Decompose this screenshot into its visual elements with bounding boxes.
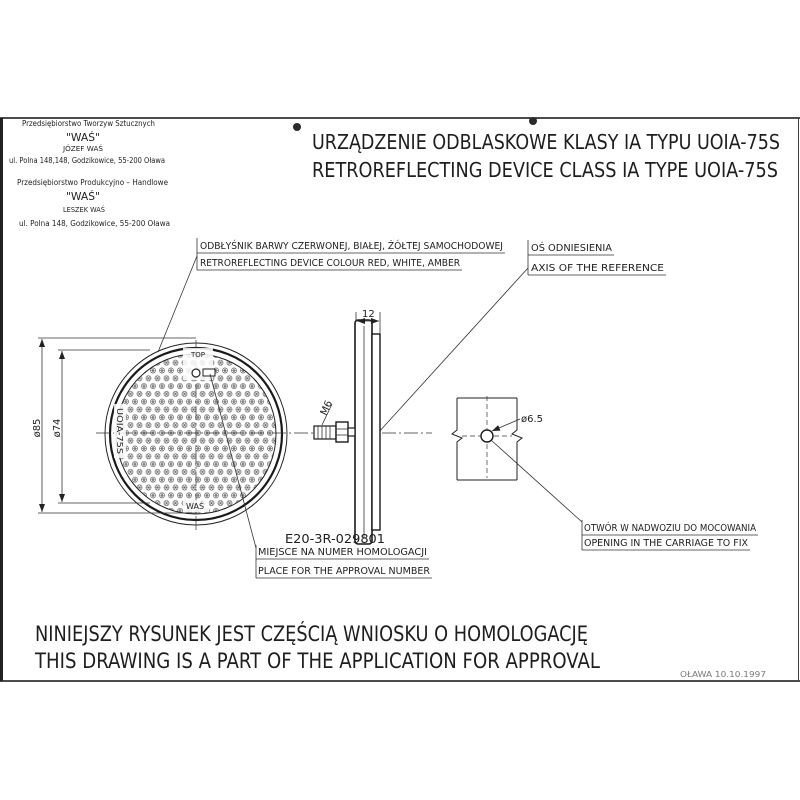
stud-shaft	[347, 427, 356, 437]
maker-mark: WAŚ	[186, 500, 204, 511]
thickness-value: 12	[362, 309, 375, 320]
sheet-left-edge	[0, 118, 3, 681]
hole-label-pl: OTWÓR W NADWOZIU DO MOCOWANIA	[584, 521, 756, 534]
footer-note-english: THIS DRAWING IS A PART OF THE APPLICATIO…	[34, 649, 600, 673]
hole-dimension-leader	[491, 418, 521, 432]
reflector-label-en: RETROREFLECTING DEVICE COLOUR RED, WHITE…	[200, 258, 460, 269]
place-and-date: OŁAWA 10.10.1997	[680, 670, 766, 679]
approval-number-plate	[202, 368, 216, 377]
punch-mark	[529, 117, 537, 125]
approval-label-pl: MIEJSCE NA NUMER HOMOLOGACJI	[258, 547, 427, 558]
leader-line	[209, 373, 257, 549]
detail-right-break	[511, 398, 523, 480]
axis-label-en: AXIS OF THE REFERENCE	[531, 263, 664, 274]
reflector-body-profile	[354, 319, 373, 545]
footer-note-polish: NINIEJSZY RYSUNEK JEST CZĘŚCIĄ WNIOSKU O…	[35, 621, 588, 646]
thread-leader	[321, 403, 333, 426]
company-name-1: "WAŚ"	[66, 131, 100, 144]
detail-left-break	[451, 398, 463, 480]
company-owner-2: LESZEK WAŚ	[63, 205, 106, 214]
leader-line	[490, 439, 583, 523]
reflector-callout: ODBŁYŚNIK BARWY CZERWONEJ, BIAŁEJ, ŻÓŁTE…	[157, 238, 505, 353]
inner-diameter-value: ø74	[52, 419, 63, 438]
maker-mark-background	[183, 500, 209, 512]
hole-diameter-value: ø6.5	[521, 414, 543, 425]
punch-mark	[293, 123, 301, 131]
type-mark-background	[114, 404, 126, 458]
hole-detail: ø6.5	[451, 396, 543, 481]
hole-label-en: OPENING IN THE CARRIAGE TO FIX	[584, 538, 748, 549]
company-address-1: ul. Polna 148,148, Godzikowice, 55-200 O…	[9, 156, 165, 165]
company-block: Przedsiębiorstwo Tworzyw Sztucznych "WAŚ…	[9, 119, 170, 228]
stud-thread	[313, 425, 337, 440]
reflector-label-pl: ODBŁYŚNIK BARWY CZERWONEJ, BIAŁEJ, ŻÓŁTE…	[200, 239, 503, 252]
outer-diameter-value: ø85	[32, 419, 43, 438]
type-mark: UOIA-75S	[115, 408, 124, 454]
title-english: RETROREFLECTING DEVICE CLASS IA TYPE UOI…	[312, 158, 778, 182]
top-mark: TOP	[190, 351, 205, 359]
stud-hex-nut	[335, 421, 349, 443]
leader-line	[377, 267, 529, 434]
mounting-hole	[480, 429, 494, 443]
company-address-2: ul. Polna 148, Godzikowice, 55-200 Oława	[19, 219, 170, 228]
hole-callout: OTWÓR W NADWOZIU DO MOCOWANIA OPENING IN…	[490, 439, 758, 551]
approval-label-en: PLACE FOR THE APPROVAL NUMBER	[258, 566, 430, 577]
axis-label-pl: OŚ ODNIESIENIA	[531, 241, 612, 254]
approval-number: E20-3R-029801	[285, 532, 385, 546]
leader-line	[157, 255, 198, 353]
reflector-base-profile	[371, 333, 381, 531]
front-view: TOP UOIA-75S WAŚ	[96, 340, 432, 530]
title-polish: URZĄDZENIE ODBLASKOWE KLASY IA TYPU UOIA…	[312, 130, 780, 154]
company-line-2: Przedsiębiorstwo Produkcyjno – Handlowe	[17, 178, 168, 187]
approval-callout: MIEJSCE NA NUMER HOMOLOGACJI PLACE FOR T…	[209, 373, 432, 579]
company-line-1: Przedsiębiorstwo Tworzyw Sztucznych	[22, 119, 155, 128]
company-owner-1: JÓZEF WAŚ	[62, 144, 104, 153]
company-name-2: "WAŚ"	[66, 190, 100, 203]
diameter-dimensions: ø85 ø74	[32, 337, 196, 514]
axis-callout: OŚ ODNIESIENIA AXIS OF THE REFERENCE	[377, 240, 666, 434]
approval-number-spot	[191, 368, 201, 378]
